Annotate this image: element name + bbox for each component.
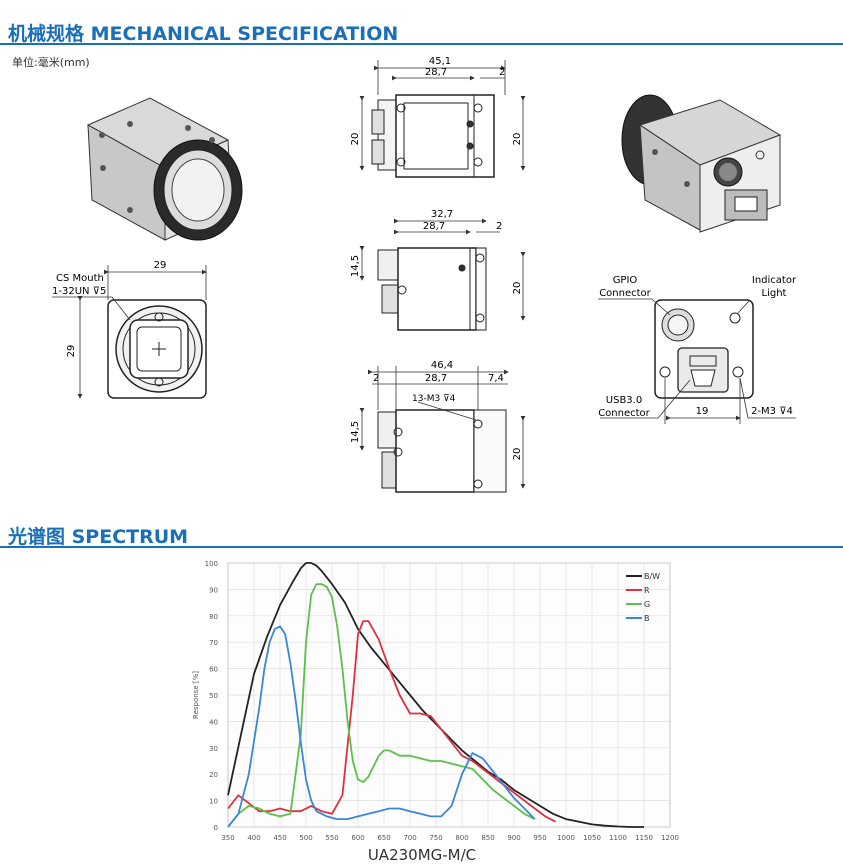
x-tick-label: 1050 [583, 834, 601, 842]
bottom-view-hole-note: 13-M3 ⊽4 [412, 394, 456, 404]
top-view-offset: 2 [499, 67, 505, 78]
mechanical-divider [0, 43, 843, 45]
y-tick-label: 80 [209, 613, 218, 621]
bottom-view-height-right: 20 [512, 448, 523, 461]
top-view-inner: 28,7 [425, 67, 447, 78]
y-tick-label: 90 [209, 586, 218, 594]
series-line-g [227, 583, 536, 828]
top-view-drawing [371, 94, 495, 178]
x-tick-label: 400 [247, 834, 260, 842]
side-view-inner: 28,7 [423, 221, 445, 232]
unit-label: 单位:毫米(mm) [12, 56, 90, 69]
x-tick-label: 550 [325, 834, 338, 842]
gpio-label-line1: GPIO [613, 275, 638, 286]
rear-face-width: 19 [696, 406, 709, 417]
side-view-height-right: 20 [512, 282, 523, 295]
camera-iso-rear-illustration [621, 94, 782, 233]
x-tick-label: 1000 [557, 834, 575, 842]
top-view-height-right: 20 [512, 133, 523, 146]
mount-label-line2: 1-32UN ⊽5 [52, 286, 106, 297]
side-view-width: 32,7 [431, 209, 453, 220]
side-view-offset: 2 [496, 221, 502, 232]
top-view-dimensions [359, 60, 526, 171]
y-tick-label: 40 [209, 718, 218, 726]
y-tick-label: 70 [209, 639, 218, 647]
x-tick-label: 650 [377, 834, 390, 842]
gpio-label-line2: Connector [599, 288, 651, 299]
mount-label-line1: CS Mouth [56, 273, 104, 284]
x-tick-label: 700 [403, 834, 416, 842]
bottom-view-width: 46,4 [431, 360, 453, 371]
x-tick-label: 350 [221, 834, 234, 842]
rear-face-drawing [654, 299, 754, 399]
rear-face-holes: 2-M3 ⊽4 [751, 406, 793, 417]
spectrum-caption: UA230MG-M/C [368, 846, 476, 864]
x-tick-label: 600 [351, 834, 364, 842]
legend-label: B/W [644, 572, 660, 581]
x-tick-label: 850 [481, 834, 494, 842]
y-tick-label: 0 [214, 824, 218, 832]
top-view-height-left: 20 [350, 133, 361, 146]
spectrum-divider [0, 546, 843, 548]
x-tick-label: 1200 [661, 834, 679, 842]
indicator-label-line1: Indicator [752, 275, 797, 286]
camera-iso-front-illustration [86, 97, 243, 241]
rear-face-dimensions [598, 298, 796, 424]
x-tick-label: 500 [299, 834, 312, 842]
x-tick-label: 750 [429, 834, 442, 842]
bottom-view-right: 7,4 [488, 373, 504, 384]
top-view-width: 45,1 [429, 56, 451, 67]
front-face-height: 29 [66, 345, 77, 358]
legend-label: R [644, 586, 650, 595]
x-tick-label: 450 [273, 834, 286, 842]
legend-label: B [644, 614, 650, 623]
y-tick-label: 100 [205, 560, 218, 568]
series-line-r [227, 620, 557, 823]
x-tick-label: 950 [533, 834, 546, 842]
bottom-view-height-left: 14,5 [350, 421, 361, 443]
mechanical-drawings: 45,1 28,7 2 20 20 32,7 28,7 2 14,5 20 [52, 56, 797, 493]
spectrum-title: 光谱图 SPECTRUM [8, 526, 189, 548]
y-tick-label: 10 [209, 798, 218, 806]
bottom-view-left: 2 [373, 373, 379, 384]
side-view-drawing [377, 247, 487, 331]
side-view-height-left: 14,5 [350, 255, 361, 277]
usb-label-line1: USB3.0 [606, 395, 642, 406]
side-view-dimensions [359, 218, 526, 321]
x-tick-label: 1100 [609, 834, 627, 842]
y-axis-label: Response [%] [192, 671, 200, 719]
bottom-view-dimensions [359, 366, 526, 489]
series-line-b [227, 625, 536, 828]
front-face-drawing [107, 299, 207, 399]
series-line-bw [227, 562, 644, 828]
x-tick-label: 900 [507, 834, 520, 842]
indicator-label-line2: Light [762, 288, 787, 299]
usb-label-line2: Connector [598, 408, 650, 419]
x-tick-label: 800 [455, 834, 468, 842]
front-face-width: 29 [154, 260, 167, 271]
bottom-view-inner: 28,7 [425, 373, 447, 384]
y-tick-label: 20 [209, 771, 218, 779]
legend-label: G [644, 600, 650, 609]
x-tick-label: 1150 [635, 834, 653, 842]
mechanical-title: 机械规格 MECHANICAL SPECIFICATION [8, 23, 399, 45]
y-tick-label: 60 [209, 666, 218, 674]
bottom-view-drawing [377, 409, 507, 493]
front-face-dimensions [52, 265, 207, 399]
y-tick-label: 50 [209, 692, 218, 700]
y-tick-label: 30 [209, 745, 218, 753]
